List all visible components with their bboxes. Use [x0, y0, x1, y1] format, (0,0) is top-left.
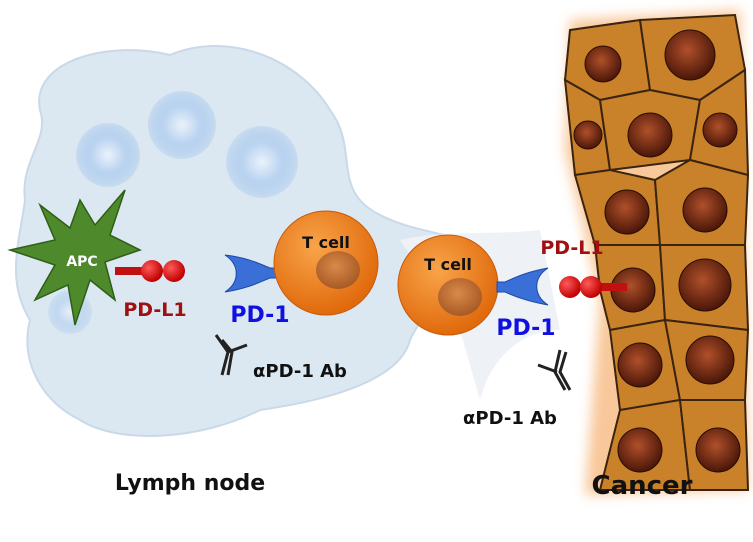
pdl1-ball [163, 260, 185, 282]
t-cell-nucleus [316, 251, 360, 289]
lymph-node-title: Lymph node [115, 471, 265, 496]
cancer-title: Cancer [591, 471, 692, 501]
follicle [148, 91, 216, 159]
antibody-icon [537, 349, 572, 391]
t-cell-right-label: T cell [424, 255, 472, 274]
pdl1-stalk [115, 267, 150, 275]
ab-right-label: αPD-1 Ab [463, 408, 557, 429]
pdl1-ball [141, 260, 163, 282]
follicle [226, 126, 298, 198]
t-cell-nucleus [438, 278, 482, 316]
antibody-icon [214, 334, 248, 376]
t-cell-left-label: T cell [302, 233, 350, 252]
ab-left-label: αPD-1 Ab [253, 361, 347, 382]
cancer-tissue [563, 10, 750, 495]
follicle [76, 123, 140, 187]
pdl1-right-label: PD-L1 [540, 237, 603, 259]
pdl1-ball [559, 276, 581, 298]
pdl1-stalk [595, 283, 627, 291]
pdl1-left-label: PD-L1 [123, 299, 186, 321]
pd1-receptor [224, 254, 279, 293]
apc-label: APC [66, 254, 97, 270]
pdl1-ball [580, 276, 602, 298]
pd1-left-label: PD-1 [230, 303, 289, 328]
pd1-right-label: PD-1 [496, 316, 555, 341]
apc-cell [7, 189, 142, 326]
pd1-receptor [496, 267, 549, 306]
